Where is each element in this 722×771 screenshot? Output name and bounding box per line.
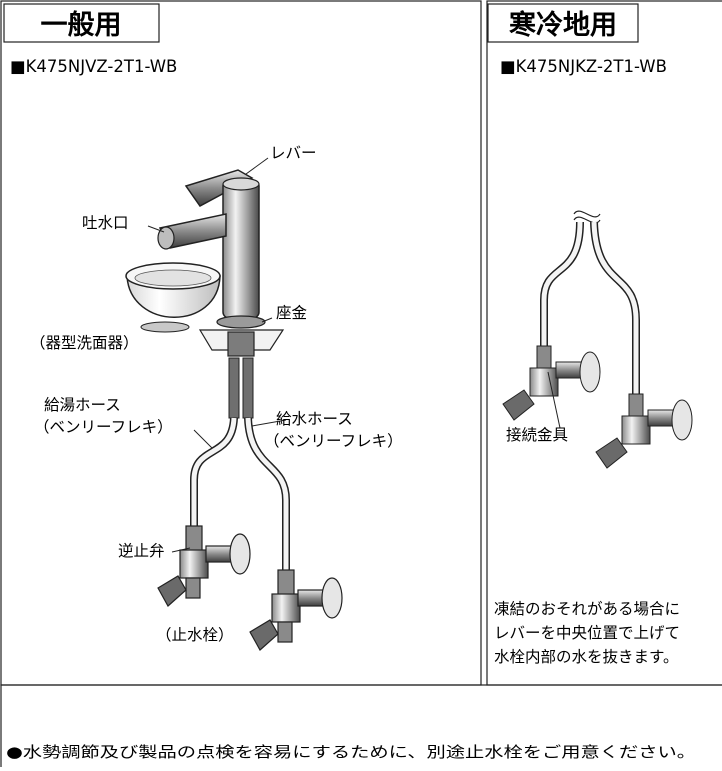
label-bowl: （器型洗面器） [30, 334, 139, 352]
cold-note-line-1: 凍結のおそれがある場合に [494, 600, 680, 618]
stop-valve-hot [157, 525, 251, 607]
cold-valve-right [595, 393, 693, 469]
label-cold-hose-2: （ベンリーフレキ） [264, 432, 403, 450]
cold-title: 寒冷地用 [509, 9, 617, 41]
label-stop-valve: （止水栓） [156, 626, 234, 644]
cold-note-line-2: レバーを中央位置で上げて [494, 624, 680, 642]
general-model: ■K475NJVZ-2T1-WB [10, 57, 177, 76]
washer [216, 315, 266, 329]
label-hot-hose-2: （ベンリーフレキ） [34, 418, 173, 436]
label-hot-hose-1: 給湯ホース [44, 396, 121, 414]
label-spout: 吐水口 [82, 214, 129, 232]
general-title: 一般用 [41, 9, 122, 41]
label-fitting: 接続金具 [506, 426, 568, 444]
cold-valve-left [502, 345, 601, 421]
label-check-valve: 逆止弁 [118, 542, 165, 560]
leader-lines-general [147, 157, 287, 553]
cold-title-tab [487, 3, 639, 43]
footer-note: ●水勢調節及び製品の点検を容易にするために、別途止水栓をご用意ください。 [6, 743, 696, 761]
label-lever: レバー [270, 144, 317, 162]
text-layer: 一般用 ■K475NJVZ-2T1-WB レバー 吐水口 （器型洗面器） 座金 … [6, 9, 696, 761]
footer-panel [0, 684, 722, 771]
label-washer: 座金 [276, 304, 308, 322]
faucet-illustration [125, 169, 343, 651]
general-title-tab [3, 3, 160, 43]
cold-note-line-3: 水栓内部の水を抜きます。 [494, 648, 678, 666]
faucet-body [222, 179, 260, 319]
label-cold-hose-1: 給水ホース [276, 410, 353, 428]
cold-model: ■K475NJKZ-2T1-WB [500, 57, 667, 76]
cold-region-illustration [502, 210, 693, 469]
cold-region-panel [486, 0, 722, 686]
stop-valve-cold [249, 569, 343, 651]
